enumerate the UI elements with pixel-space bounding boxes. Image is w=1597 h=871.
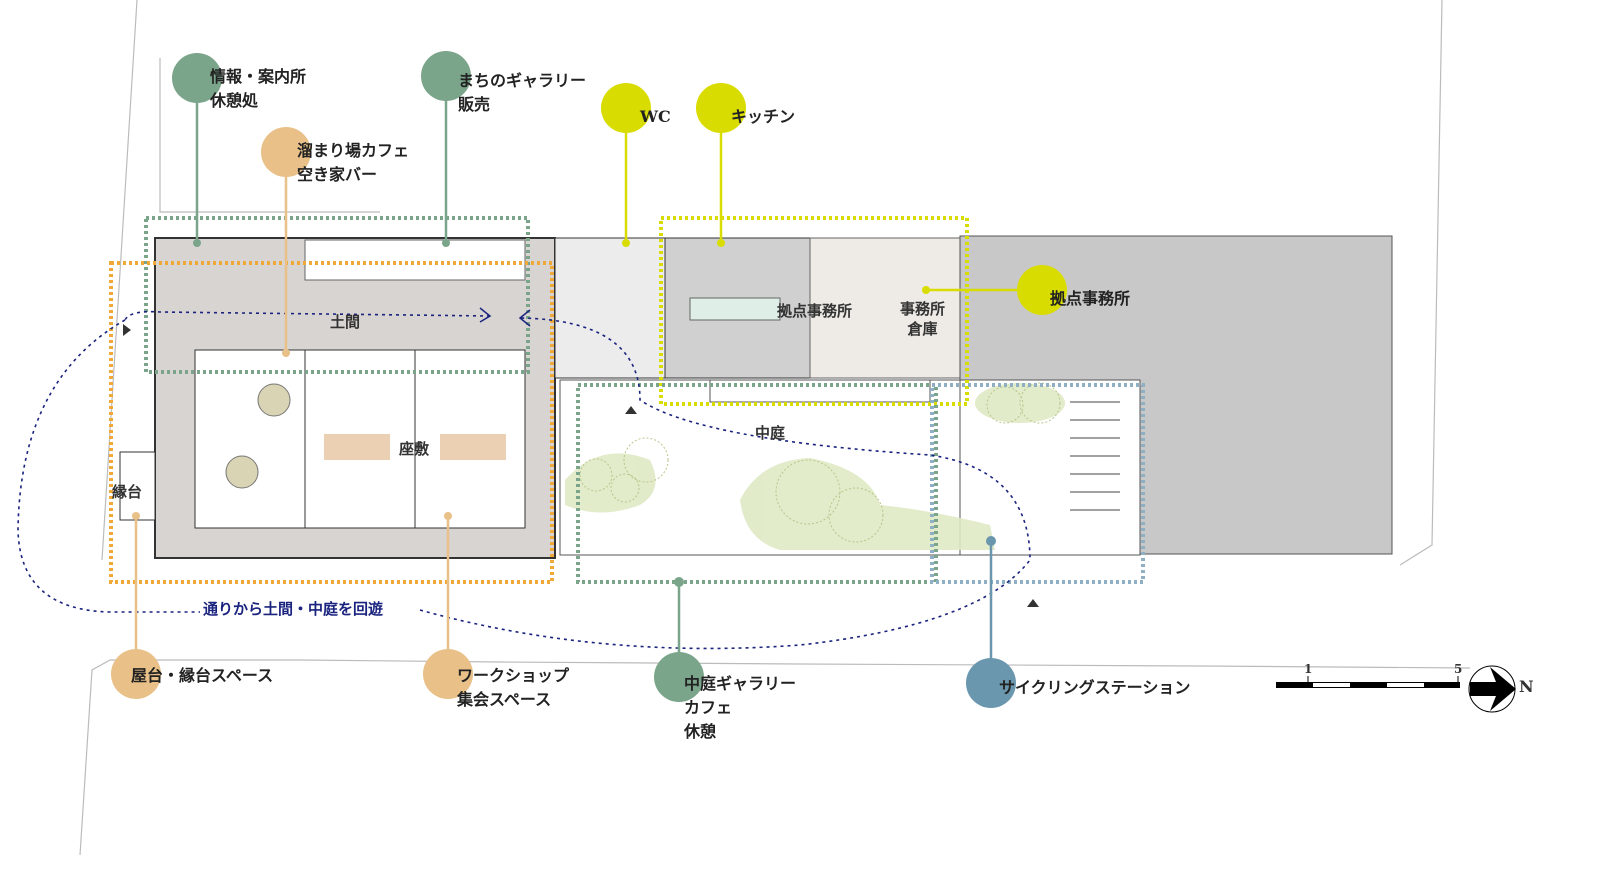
scale-tick-5: 5: [1454, 662, 1463, 676]
zone-doma-zashiki: [109, 261, 554, 584]
counter: [689, 297, 781, 321]
callout-wc: WC: [640, 107, 671, 126]
route-label: 通りから土間・中庭を回遊: [203, 600, 384, 618]
callout-info: 情報・案内所休憩処: [210, 67, 307, 110]
table: [440, 434, 506, 460]
callout-gallery-town: まちのギャラリー販売: [458, 71, 587, 114]
zone-info-gallery: [144, 216, 530, 374]
room-office: 拠点事務所: [777, 302, 853, 320]
zone-courtyard: [576, 383, 938, 584]
scale-tick-1: 1: [1304, 662, 1313, 676]
room-doma: 土間: [330, 313, 361, 331]
callout-circles: [111, 51, 1067, 708]
north-arrow-icon: [1468, 665, 1516, 713]
scale-bar: [1276, 676, 1460, 688]
room-engawa: 縁台: [112, 483, 143, 501]
callout-office: 拠点事務所: [1050, 289, 1131, 308]
room-storage: 事務所倉庫: [900, 300, 946, 338]
north-label: N: [1519, 677, 1534, 696]
wc-area: [554, 237, 666, 379]
storage: [809, 237, 961, 379]
table: [324, 434, 390, 460]
callout-cycling: サイクリングステーション: [999, 678, 1191, 697]
circulation-route: [17, 310, 1031, 650]
room-courtyard: 中庭: [755, 424, 786, 442]
room-zashiki: 座敷: [399, 440, 430, 458]
callout-courtyard-gallery: 中庭ギャラリーカフェ休憩: [684, 674, 797, 741]
zones: [109, 216, 1145, 584]
callout-cafe-bar: 溜まり場カフェ空き家バー: [297, 141, 410, 184]
zone-kitchen-office: [659, 216, 969, 406]
engawa: [119, 451, 156, 521]
callout-stall: 屋台・縁台スペース: [131, 666, 274, 685]
bicycle-racks: [1070, 401, 1120, 511]
leader-dots: [132, 239, 996, 587]
display-shelf: [304, 239, 526, 281]
callout-workshop: ワークショップ集会スペース: [457, 666, 570, 709]
site-boundary: [79, 0, 1471, 856]
callout-kitchen: キッチン: [731, 107, 796, 126]
